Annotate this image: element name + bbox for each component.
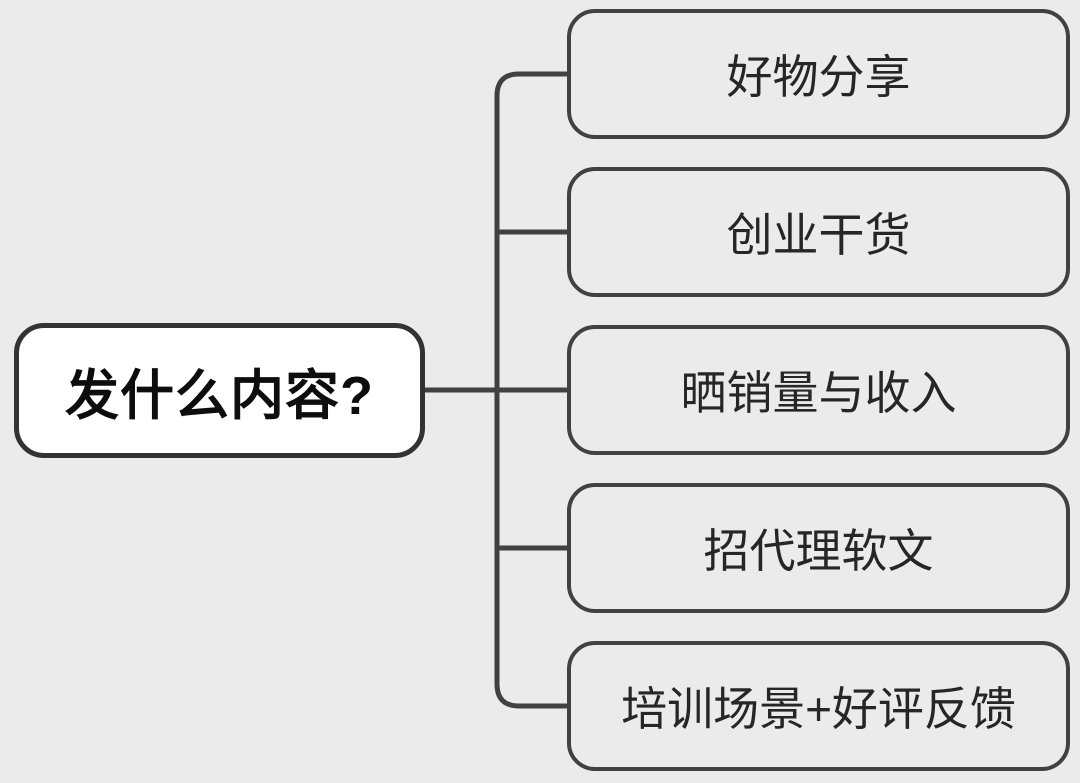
root-node[interactable]: 发什么内容? xyxy=(14,323,425,458)
child-node-recruit-agents[interactable]: 招代理软文 xyxy=(567,483,1070,613)
child-node-label: 好物分享 xyxy=(726,51,911,103)
child-node-label: 招代理软文 xyxy=(703,525,934,577)
child-node-training-feedback[interactable]: 培训场景+好评反馈 xyxy=(567,641,1070,771)
child-node-startup-tips[interactable]: 创业干货 xyxy=(567,167,1070,297)
child-node-label: 晒销量与收入 xyxy=(680,367,957,419)
child-node-label: 创业干货 xyxy=(726,209,911,261)
child-node-label: 培训场景+好评反馈 xyxy=(621,683,1016,735)
child-node-sales-income[interactable]: 晒销量与收入 xyxy=(567,325,1070,455)
root-node-label: 发什么内容? xyxy=(65,366,374,426)
child-node-good-things[interactable]: 好物分享 xyxy=(567,9,1070,139)
